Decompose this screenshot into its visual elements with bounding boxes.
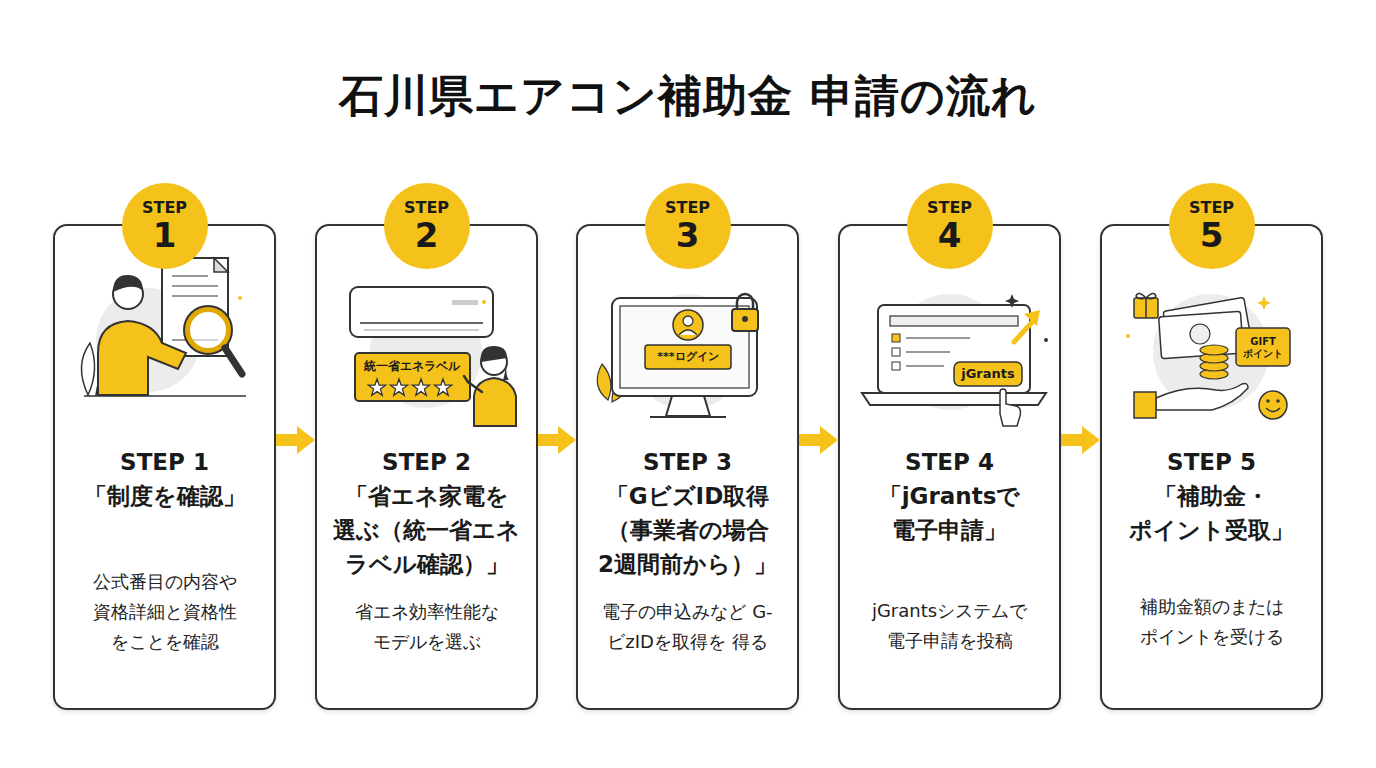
step-card: STEP 4 「jGrantsで 電子申請」 jGrantsシステムで 電子申請を…: [838, 224, 1061, 710]
step-word: STEP: [142, 199, 187, 217]
step-number: 3: [676, 217, 700, 253]
step-card: STEP 2 「省エネ家電を 選ぶ（統一省エネ ラベル確認）」省エネ効率性能な …: [315, 224, 538, 710]
step-heading: STEP 5 「補助金・ ポイント受取」: [1115, 445, 1308, 547]
step-description: 省エネ効率性能な モデルを選ぶ: [329, 597, 524, 657]
illustration-label: 統一省エネラベル: [356, 360, 468, 374]
step-heading: STEP 3 「GビズID取得 （事業者の場合 2週間前から）」: [591, 445, 784, 581]
step-word: STEP: [404, 199, 449, 217]
illustration-label: GIFT ポイント: [1238, 336, 1288, 359]
step-description: 公式番目の内容や 資格詳細と資格性 をことを確認: [67, 567, 262, 657]
step-badge: STEP2: [384, 183, 470, 269]
step-description: 電子の申込みなど G-ビzIDを取得を 得る: [590, 597, 785, 657]
step-badge: STEP5: [1169, 183, 1255, 269]
flow-arrow: [1061, 434, 1086, 446]
illustration-label: jGrants: [955, 367, 1021, 382]
step-number: 4: [938, 217, 962, 253]
step-badge: STEP1: [122, 183, 208, 269]
flow-arrow: [538, 434, 562, 446]
step-heading: STEP 4 「jGrantsで 電子申請」: [853, 445, 1046, 547]
step-card: STEP 5 「補助金・ ポイント受取」補助金額のまたは ポイントを受ける: [1100, 224, 1323, 710]
step-card: STEP 3 「GビズID取得 （事業者の場合 2週間前から）」電子の申込みなど…: [576, 224, 799, 710]
illustration-label: ***ログイン: [646, 351, 730, 364]
step-number: 1: [153, 217, 177, 253]
flow-arrow: [276, 434, 301, 446]
step-word: STEP: [665, 199, 710, 217]
step-description: 補助金額のまたは ポイントを受ける: [1114, 592, 1309, 652]
step-word: STEP: [927, 199, 972, 217]
step-heading: STEP 1 「制度を確認」: [68, 445, 261, 513]
diagram-title: 石川県エアコン補助金 申請の流れ: [0, 66, 1376, 126]
step-badge: STEP4: [907, 183, 993, 269]
step-word: STEP: [1189, 199, 1234, 217]
step-description: jGrantsシステムで 電子申請を投稿: [852, 596, 1047, 656]
step-heading: STEP 2 「省エネ家電を 選ぶ（統一省エネ ラベル確認）」: [330, 445, 523, 581]
step-number: 5: [1200, 217, 1224, 253]
flow-arrow: [799, 434, 824, 446]
step-badge: STEP3: [645, 183, 731, 269]
step-number: 2: [415, 217, 439, 253]
step-card: STEP 1 「制度を確認」公式番目の内容や 資格詳細と資格性 をことを確認: [53, 224, 276, 710]
